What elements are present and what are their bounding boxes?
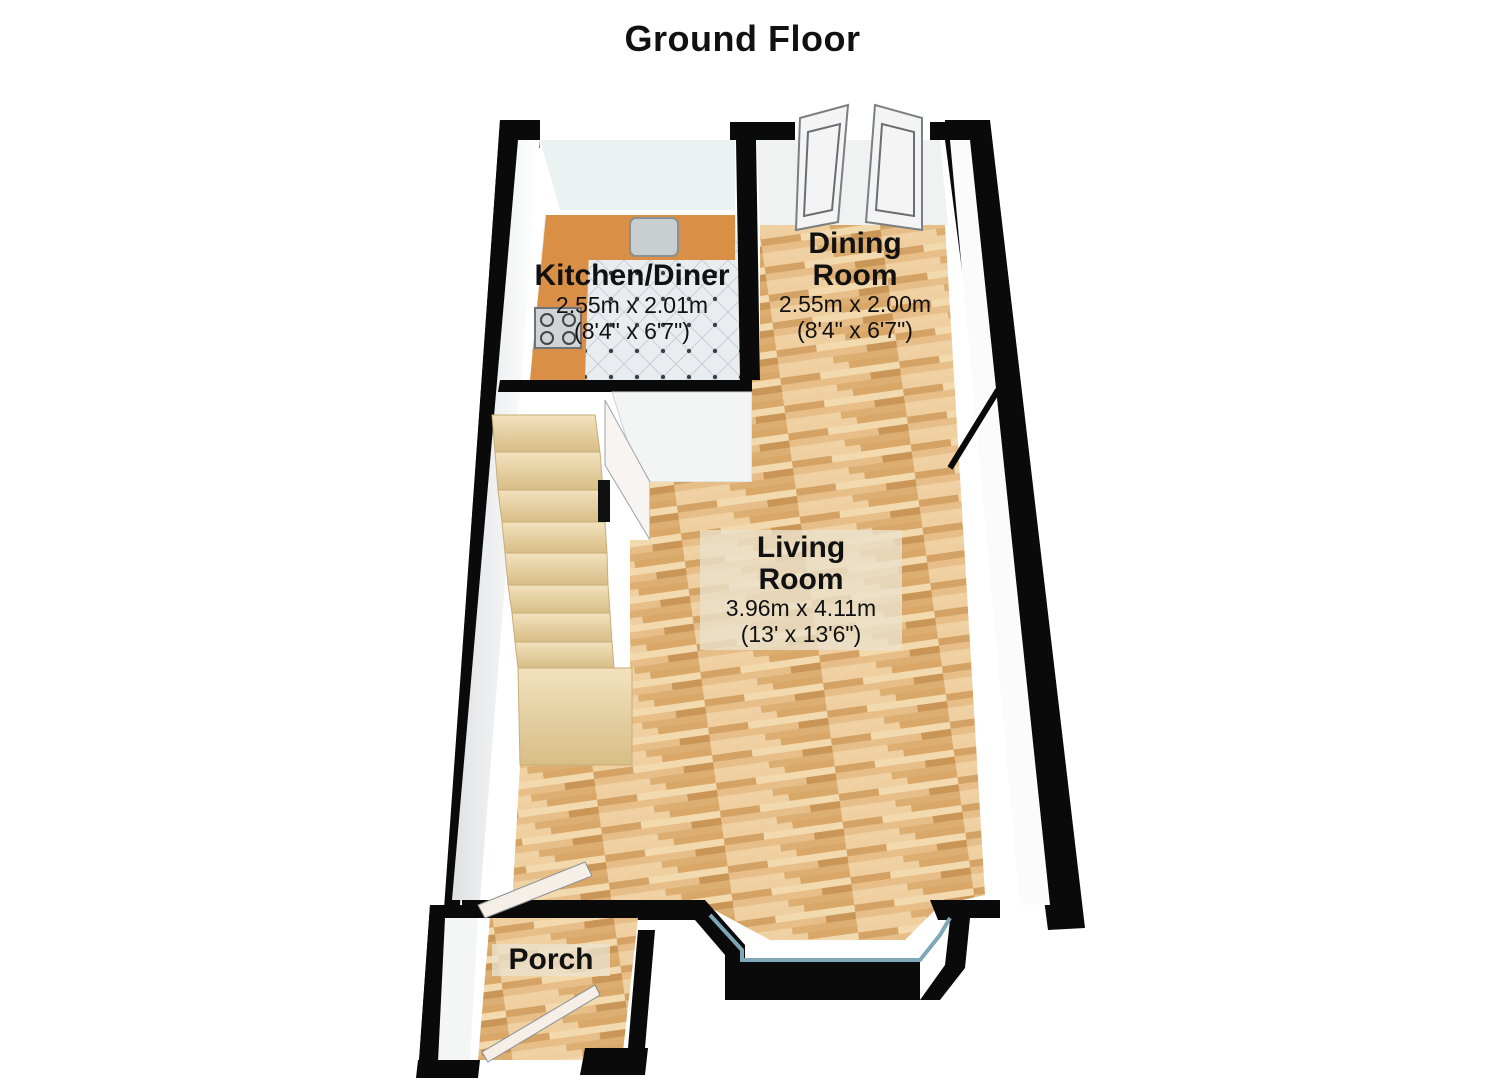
stair-newel <box>598 480 610 522</box>
front-door <box>481 984 601 1063</box>
kitchen-back-wall <box>540 140 735 210</box>
dining-name-line2: Room <box>812 258 898 292</box>
porch-floor <box>478 918 638 1060</box>
sink-icon <box>629 217 679 257</box>
stair-step <box>511 612 613 643</box>
bay-window-front <box>745 960 920 1000</box>
porch-door <box>477 861 593 919</box>
stair-step <box>514 641 615 669</box>
living-size-metric: 3.96m x 4.11m <box>725 595 877 621</box>
porch-bottom-wall-right <box>580 1048 648 1075</box>
kitchen-size-metric: 2.55m x 2.01m <box>555 291 709 318</box>
kitchen-size-imperial: (8'4" x 6'7") <box>574 317 690 344</box>
right-window <box>947 388 1001 470</box>
wall-face-left <box>452 140 540 900</box>
bay-window-glass <box>708 913 952 962</box>
stair-step <box>494 451 604 491</box>
porch-wall-face <box>438 918 478 1062</box>
hob-ring-icon <box>540 313 554 327</box>
stair-step <box>504 552 609 586</box>
outer-wall-top-right <box>930 122 948 140</box>
kitchen-dining-wall <box>736 140 760 380</box>
living-name-line2: Room <box>758 562 844 596</box>
bay-wall <box>578 900 745 1000</box>
french-door-right-panel <box>874 122 915 218</box>
porch-wall-right <box>628 930 655 1048</box>
porch-label: Porch <box>492 944 610 976</box>
dining-size-metric: 2.55m x 2.00m <box>778 291 932 317</box>
staircase <box>491 414 633 766</box>
porch-bottom-wall <box>416 1060 480 1078</box>
french-door-left-panel <box>802 122 842 218</box>
french-door-left <box>794 103 850 232</box>
stair-landing <box>517 667 633 766</box>
stair-step <box>497 489 606 523</box>
french-door-right <box>864 103 923 232</box>
kitchen-label: Kitchen/Diner 2.55m x 2.01m (8'4" x 6'7"… <box>522 260 742 344</box>
porch-name: Porch <box>508 943 594 976</box>
outer-wall-top-mid <box>730 122 795 140</box>
bay-wall-right <box>920 900 1000 1000</box>
dining-size-imperial: (8'4" x 6'7") <box>797 317 913 344</box>
kitchen-bottom-wall <box>498 380 760 392</box>
living-size-imperial: (13' x 13'6") <box>740 621 862 648</box>
stair-step <box>501 521 608 554</box>
living-name-line1: Living <box>756 531 846 564</box>
hob-ring-icon <box>562 331 576 345</box>
hob-ring-icon <box>540 331 554 345</box>
page-title: Ground Floor <box>624 18 861 59</box>
dining-label: Dining Room 2.55m x 2.00m (8'4" x 6'7") <box>760 228 950 344</box>
hob-ring-icon <box>562 313 576 327</box>
dining-name-line1: Dining <box>808 227 902 260</box>
wall-face-right <box>950 140 1050 905</box>
living-label: Living Room 3.96m x 4.11m (13' x 13'6") <box>700 530 902 650</box>
stair-step <box>507 584 611 614</box>
stair-step <box>491 414 601 453</box>
kitchen-name: Kitchen/Diner <box>534 259 730 292</box>
